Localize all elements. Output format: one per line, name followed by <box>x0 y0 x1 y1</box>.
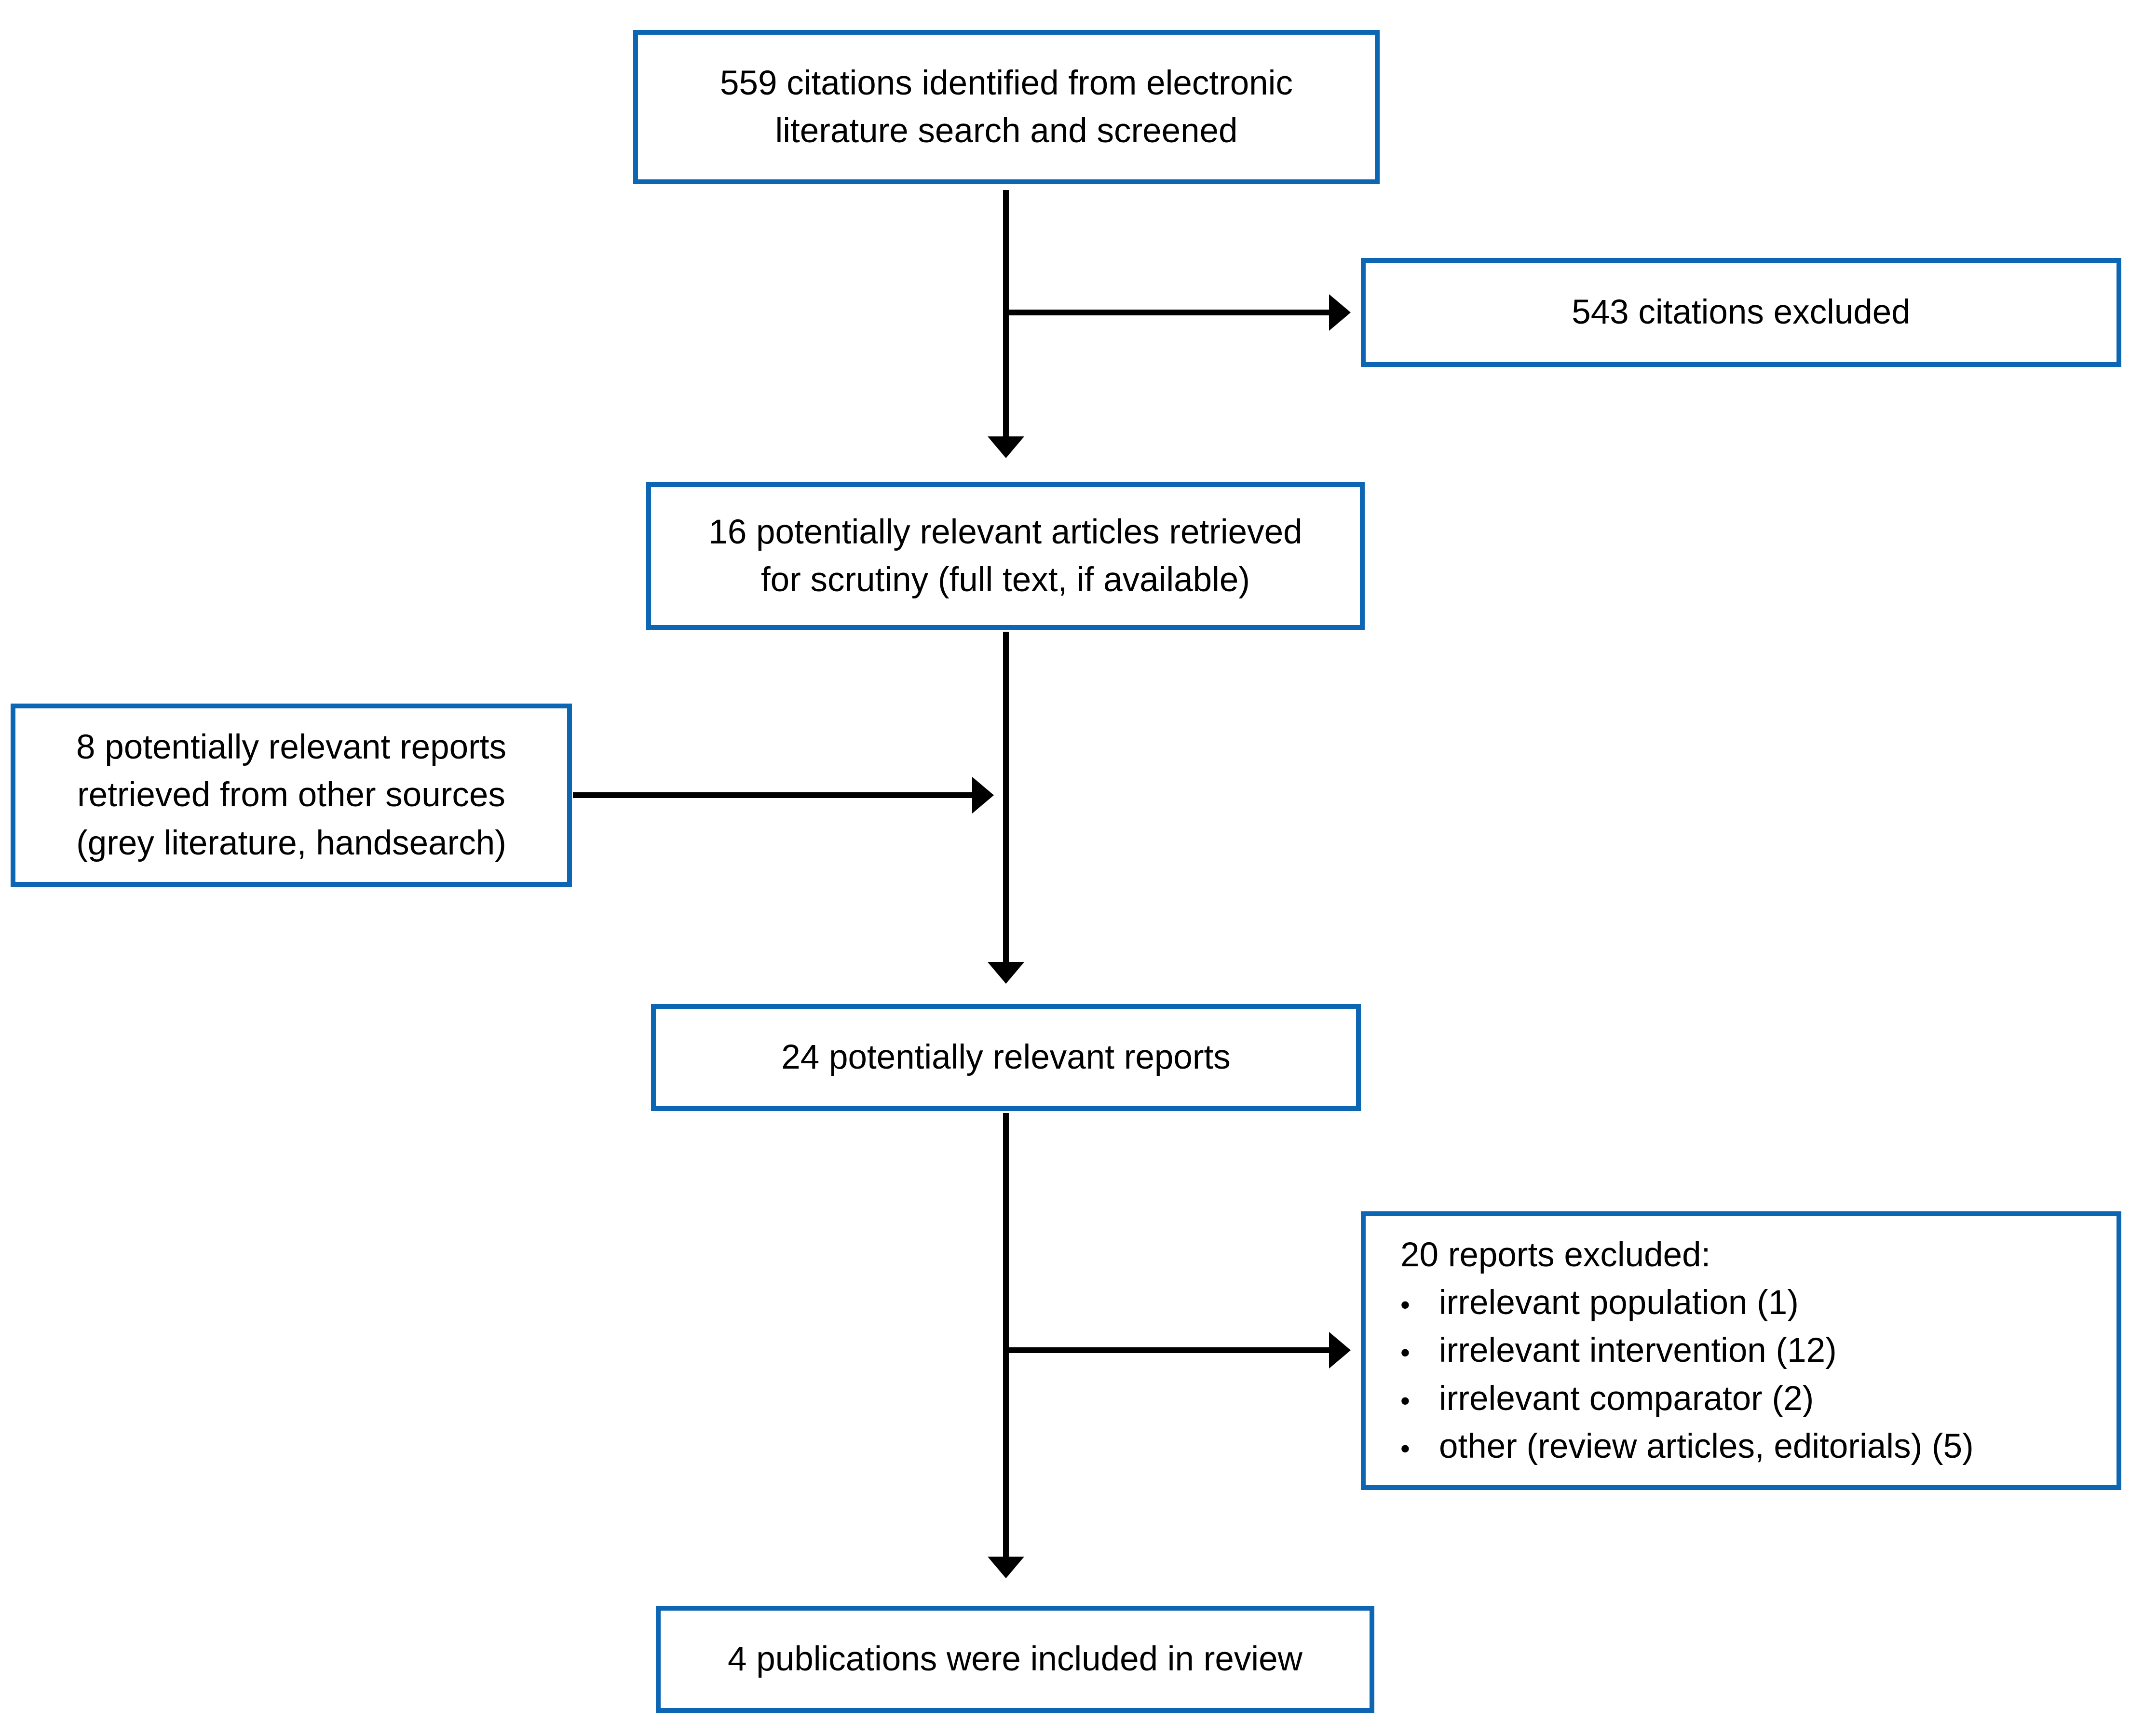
bullet-icon: • <box>1400 1434 1410 1465</box>
box-articles-retrieved-text: 16 potentially relevant articles retriev… <box>708 513 1302 599</box>
excluded-reason-row: • other (review articles, editorials) (5… <box>1400 1423 1974 1470</box>
box-other-sources: 8 potentially relevant reports retrieved… <box>11 704 572 887</box>
excluded-reason-text: irrelevant population (1) <box>1439 1283 1799 1322</box>
bullet-icon: • <box>1400 1289 1410 1320</box>
box-citations-identified: 559 citations identified from electronic… <box>633 30 1380 184</box>
arrow-identified-to-retrieved-head <box>988 436 1024 458</box>
bullet-icon: • <box>1400 1385 1410 1416</box>
box-other-sources-text: 8 potentially relevant reports retrieved… <box>76 728 506 862</box>
box-citations-excluded-text: 543 citations excluded <box>1572 293 1911 332</box>
excluded-reason-text: irrelevant intervention (12) <box>1439 1331 1837 1370</box>
excluded-reason-row: • irrelevant population (1) <box>1400 1279 1799 1327</box>
arrow-branch-excluded-citations-head <box>1329 294 1351 331</box>
excluded-reason-row: • irrelevant comparator (2) <box>1400 1375 1814 1423</box>
excluded-reason-text: irrelevant comparator (2) <box>1439 1379 1814 1418</box>
arrow-branch-excluded-reports-head <box>1329 1332 1351 1369</box>
bullet-icon: • <box>1400 1338 1410 1369</box>
box-articles-retrieved: 16 potentially relevant articles retriev… <box>646 482 1365 630</box>
arrow-retrieved-to-relevant-head <box>988 962 1024 984</box>
box-reports-excluded: 20 reports excluded: • irrelevant popula… <box>1361 1211 2121 1490</box>
excluded-reason-row: • irrelevant intervention (12) <box>1400 1327 1837 1374</box>
box-reports-excluded-title: 20 reports excluded: <box>1400 1235 1711 1274</box>
box-citations-excluded: 543 citations excluded <box>1361 258 2121 367</box>
box-publications-included: 4 publications were included in review <box>656 1606 1374 1713</box>
arrow-relevant-to-included-head <box>988 1557 1024 1578</box>
box-relevant-reports: 24 potentially relevant reports <box>651 1004 1361 1111</box>
box-citations-identified-text: 559 citations identified from electronic… <box>720 64 1293 150</box>
arrow-other-sources-to-flow-head <box>972 777 994 814</box>
box-publications-included-text: 4 publications were included in review <box>728 1640 1302 1679</box>
excluded-reason-text: other (review articles, editorials) (5) <box>1439 1427 1974 1466</box>
box-relevant-reports-text: 24 potentially relevant reports <box>781 1038 1231 1077</box>
